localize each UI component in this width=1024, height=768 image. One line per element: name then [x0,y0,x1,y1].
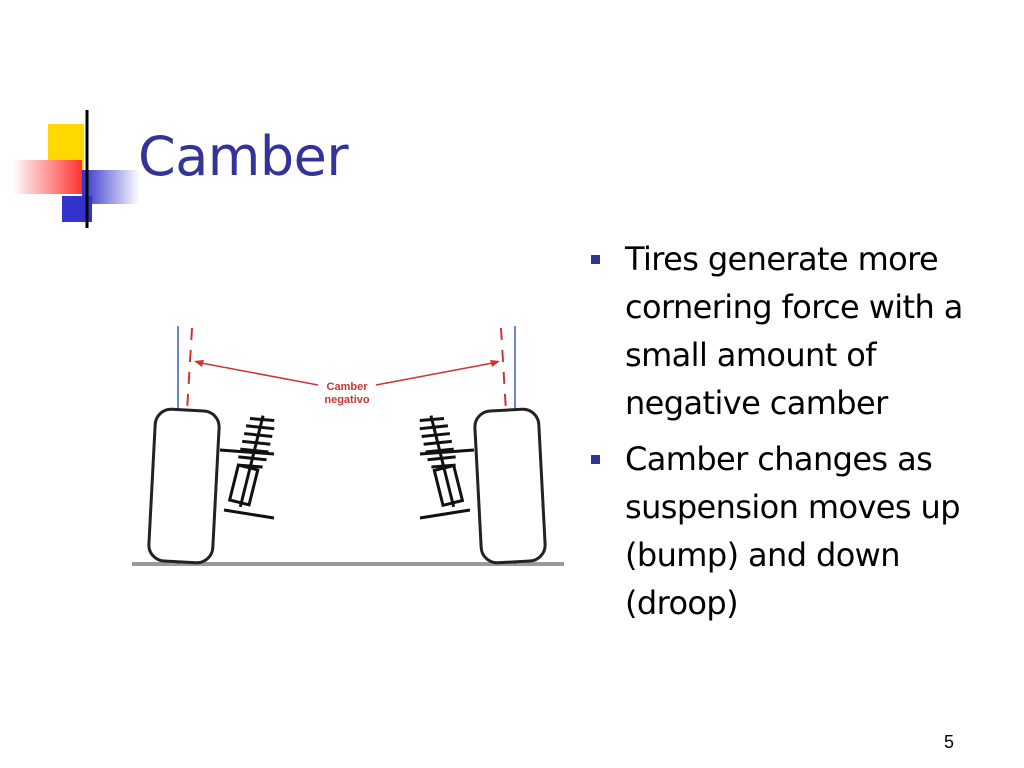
bullet-square-icon [591,455,600,464]
right-suspension [419,415,475,520]
right-camber-arrow [375,361,499,386]
red-bar [12,160,82,194]
bullet-text: Camber changes as suspension moves up (b… [625,440,961,622]
bullet-item: Camber changes as suspension moves up (b… [588,435,1008,627]
camber-label-line1: Camber [327,381,369,393]
camber-diagram: Camber negativo [132,326,564,566]
bullet-list: Tires generate more cornering force with… [588,235,1008,635]
right-arrowhead [490,360,500,367]
left-tire [147,407,221,565]
left-camber-arrow [195,361,319,386]
left-arrowhead [194,360,204,367]
camber-label-line2: negativo [324,394,370,406]
right-tire [473,407,547,565]
slide-title: Camber [138,125,349,188]
page-number: 5 [944,732,955,752]
bullet-text: Tires generate more cornering force with… [625,240,963,422]
ground-line [132,562,564,566]
bullet-square-icon [591,255,600,264]
left-suspension [219,415,275,520]
bullet-item: Tires generate more cornering force with… [588,235,1008,427]
title-decoration [12,110,1000,228]
